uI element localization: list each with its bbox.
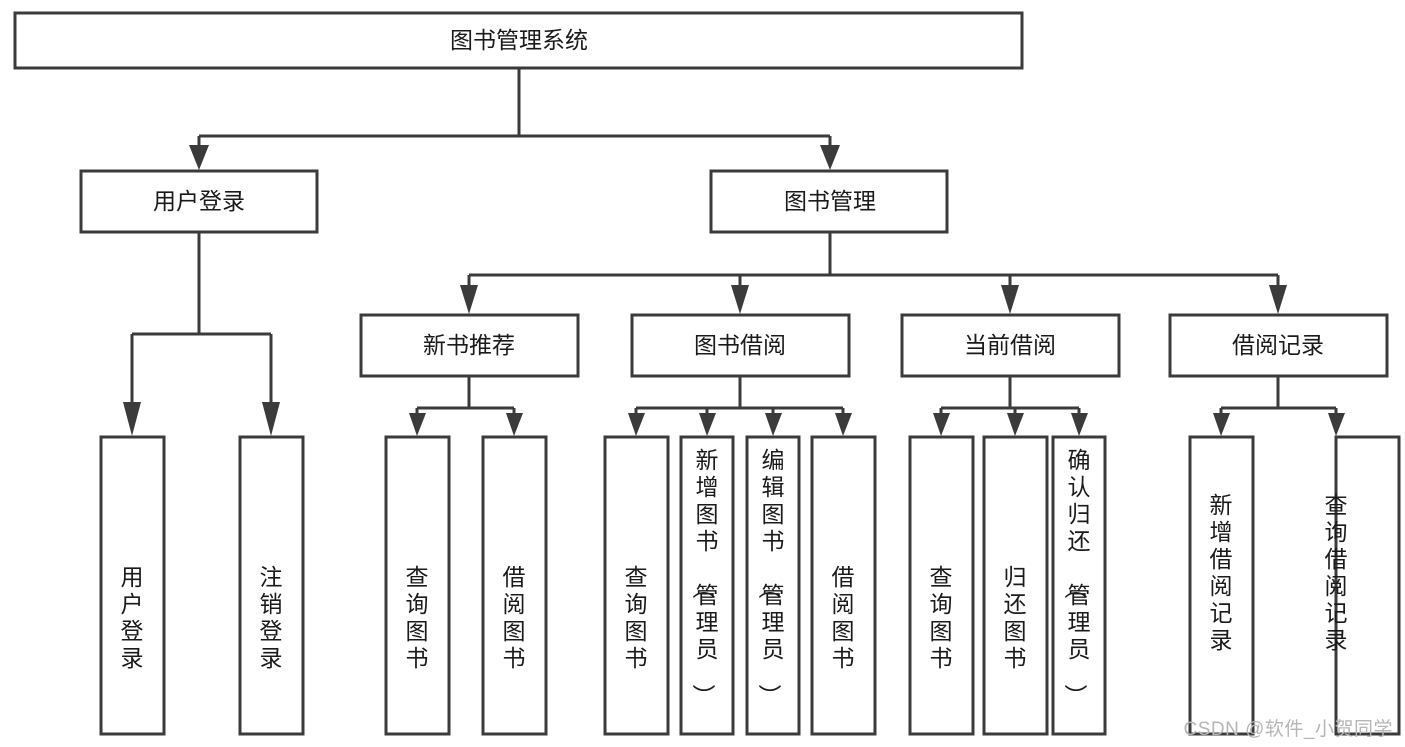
node-leaf-return-book[interactable]: 归还图书: [982, 435, 1049, 736]
arrowhead-leaf-query-book-borrow: [628, 413, 645, 436]
node-leaf-edit-book-admin-label: 编辑图书（管理员）: [757, 447, 785, 707]
node-current-borrow-label: 当前借阅: [964, 332, 1056, 358]
node-leaf-add-book-admin-box[interactable]: [679, 435, 735, 736]
arrowhead-leaf-edit-book-admin: [765, 413, 782, 436]
node-book-manage-label: 图书管理: [784, 188, 876, 214]
node-leaf-confirm-return-admin-label: 确认归还（管理员）: [1063, 447, 1091, 707]
node-leaf-user-logout-label: 注销登录: [260, 564, 283, 671]
node-leaf-borrow-book-borrow[interactable]: 借阅图书: [810, 435, 877, 736]
node-book-borrow-box[interactable]: [630, 313, 851, 378]
node-leaf-query-borrow-record-label: 查询借阅记录: [1325, 492, 1348, 653]
node-book-borrow[interactable]: 图书借阅: [630, 313, 851, 378]
node-leaf-edit-book-admin[interactable]: 编辑图书（管理员）: [745, 435, 801, 736]
node-book-borrow-label: 图书借阅: [694, 332, 786, 358]
arrowhead-leaf-user-login: [123, 402, 141, 436]
arrowhead-current-borrow: [1001, 285, 1019, 314]
node-root-box[interactable]: [13, 11, 1024, 70]
node-leaf-add-borrow-record-label: 新增借阅记录: [1210, 492, 1233, 653]
node-leaf-return-book-box[interactable]: [982, 435, 1049, 736]
node-leaf-edit-book-admin-box[interactable]: [745, 435, 801, 736]
node-leaf-confirm-return-admin[interactable]: 确认归还（管理员）: [1051, 435, 1107, 736]
node-leaf-add-borrow-record-box[interactable]: [1188, 435, 1255, 736]
node-leaf-query-book-current-box[interactable]: [908, 435, 975, 736]
node-leaf-query-borrow-record[interactable]: 查询借阅记录: [1325, 435, 1401, 736]
arrowhead-user-login: [189, 145, 209, 170]
node-current-borrow[interactable]: 当前借阅: [900, 313, 1121, 378]
node-new-book-recommend-box[interactable]: [359, 313, 580, 378]
arrowhead-leaf-borrow-book-new: [506, 413, 523, 436]
arrowhead-leaf-user-logout: [262, 402, 280, 436]
node-leaf-add-book-admin-label: 新增图书（管理员）: [691, 447, 719, 707]
node-new-book-recommend-label: 新书推荐: [423, 332, 515, 358]
arrowhead-book-borrow: [731, 285, 749, 314]
node-user-login-label: 用户登录: [153, 188, 245, 214]
arrowhead-new-book-recommend: [460, 285, 478, 314]
arrowhead-leaf-query-borrow-record: [1328, 413, 1345, 436]
arrowhead-leaf-add-borrow-record: [1213, 413, 1230, 436]
arrowhead-book-manage: [820, 145, 840, 170]
arrowhead-leaf-query-book-current: [933, 413, 950, 436]
node-root[interactable]: 图书管理系统: [13, 11, 1024, 70]
arrowhead-leaf-query-book-new: [409, 413, 426, 436]
node-book-manage-box[interactable]: [709, 169, 949, 234]
node-leaf-query-book-new-box[interactable]: [384, 435, 451, 736]
arrowhead-leaf-confirm-return-admin: [1071, 413, 1088, 436]
node-user-login[interactable]: 用户登录: [79, 169, 319, 234]
node-leaf-user-login[interactable]: 用户登录: [99, 435, 166, 736]
node-leaf-query-book-borrow-label: 查询图书: [625, 564, 648, 671]
node-book-manage[interactable]: 图书管理: [709, 169, 949, 234]
arrowhead-leaf-borrow-book-borrow: [835, 413, 852, 436]
node-current-borrow-box[interactable]: [900, 313, 1121, 378]
node-borrow-record-label: 借阅记录: [1232, 332, 1324, 358]
node-leaf-user-logout[interactable]: 注销登录: [238, 435, 305, 736]
node-user-login-box[interactable]: [79, 169, 319, 234]
arrowhead-borrow-record: [1269, 285, 1287, 314]
node-leaf-user-login-label: 用户登录: [121, 564, 144, 671]
node-leaf-user-logout-box[interactable]: [238, 435, 305, 736]
node-leaf-query-book-new-label: 查询图书: [406, 564, 429, 671]
node-borrow-record-box[interactable]: [1168, 313, 1389, 378]
node-leaf-borrow-book-new[interactable]: 借阅图书: [481, 435, 548, 736]
node-leaf-query-book-current-label: 查询图书: [930, 564, 953, 671]
connector-group: [123, 68, 1345, 436]
node-root-label: 图书管理系统: [450, 27, 588, 53]
node-borrow-record[interactable]: 借阅记录: [1168, 313, 1389, 378]
node-leaf-query-book-new[interactable]: 查询图书: [384, 435, 451, 736]
node-new-book-recommend[interactable]: 新书推荐: [359, 313, 580, 378]
node-leaf-add-borrow-record[interactable]: 新增借阅记录: [1188, 435, 1255, 736]
node-leaf-borrow-book-new-box[interactable]: [481, 435, 548, 736]
node-leaf-borrow-book-borrow-box[interactable]: [810, 435, 877, 736]
node-leaf-add-book-admin[interactable]: 新增图书（管理员）: [679, 435, 735, 736]
node-leaf-query-borrow-record-box[interactable]: [1334, 435, 1401, 736]
arrowhead-leaf-add-book-admin: [699, 413, 716, 436]
node-leaf-query-book-borrow-box[interactable]: [603, 435, 670, 736]
node-leaf-query-book-borrow[interactable]: 查询图书: [603, 435, 670, 736]
node-leaf-borrow-book-borrow-label: 借阅图书: [832, 564, 855, 671]
arrowhead-leaf-return-book: [1007, 413, 1024, 436]
node-leaf-query-book-current[interactable]: 查询图书: [908, 435, 975, 736]
node-leaf-borrow-book-new-label: 借阅图书: [503, 564, 526, 671]
node-leaf-confirm-return-admin-box[interactable]: [1051, 435, 1107, 736]
node-leaf-user-login-box[interactable]: [99, 435, 166, 736]
node-leaf-return-book-label: 归还图书: [1004, 564, 1027, 671]
